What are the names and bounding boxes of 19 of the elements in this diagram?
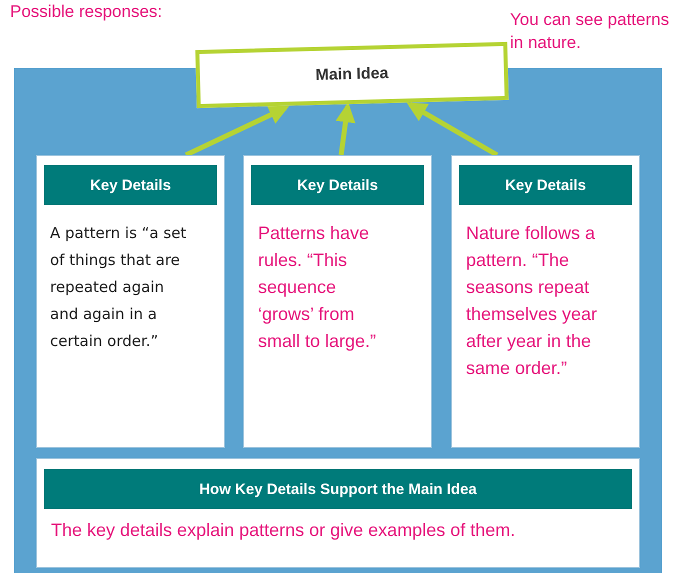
detail-card	[243, 155, 432, 448]
card-heading: Key Details	[459, 165, 632, 205]
card-heading: Key Details	[44, 165, 217, 205]
panel-background	[14, 68, 662, 573]
answer-text: You can see patterns in nature.	[510, 9, 670, 54]
arrow	[406, 102, 498, 158]
detail-card	[36, 155, 225, 448]
arrow	[184, 106, 290, 158]
card-heading: How Key Details Support the Main Idea	[44, 469, 632, 509]
detail-text: A pattern is “a set of things that are repeated again and again in a certain order.”	[50, 223, 188, 352]
detail-text: Nature follows a pattern. “The seasons repeat themselves year after year in the same order.”	[466, 222, 598, 380]
detail-text: Patterns have rules. “This sequence ‘grows’ from small to large.”	[258, 222, 378, 353]
arrow	[336, 102, 356, 156]
box-title: Main Idea	[315, 65, 389, 85]
detail-card	[451, 155, 640, 448]
card-heading: Key Details	[251, 165, 424, 205]
detail-card	[36, 458, 640, 568]
summary-text: The key details explain patterns or give examples of them.	[51, 519, 516, 542]
note-text: Possible responses:	[10, 2, 162, 22]
